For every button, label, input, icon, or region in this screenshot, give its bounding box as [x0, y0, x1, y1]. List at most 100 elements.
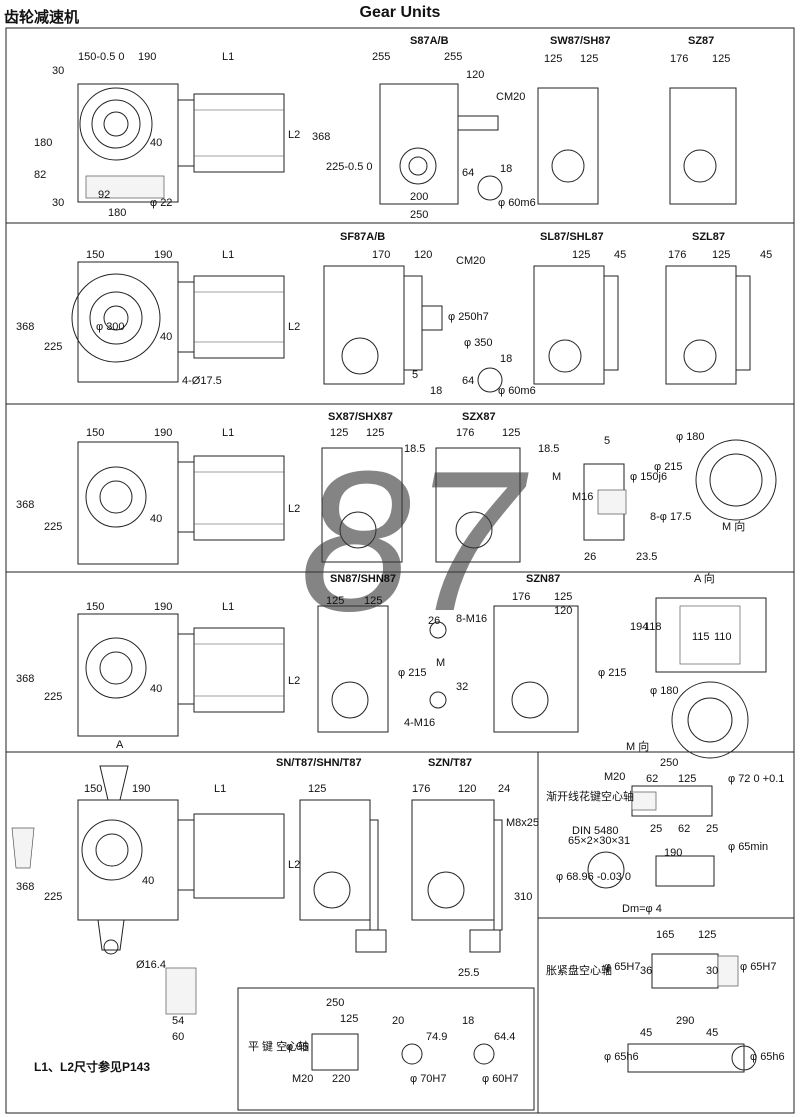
dim-label: 368: [16, 321, 34, 333]
dim-label: 18: [430, 385, 442, 397]
gear-unit-front-view: [323, 265, 751, 393]
dim-label: 64.4: [494, 1031, 515, 1043]
gear-unit-side-view: [71, 261, 285, 383]
dim-label: 176: [412, 783, 430, 795]
model-title: S87A/B: [410, 35, 449, 47]
dim-label: L2: [288, 321, 300, 333]
dim-label: M20: [604, 771, 625, 783]
dim-label: 368: [16, 499, 34, 511]
dim-label: 30: [52, 197, 64, 209]
dim-label: 165: [656, 929, 674, 941]
dim-label: M: [552, 471, 561, 483]
model-title: SZ87: [688, 35, 714, 47]
dim-label: φ 350: [464, 337, 493, 349]
dim-label: 125: [712, 249, 730, 261]
gear-unit-side-view-torque-arm: [11, 765, 285, 955]
dim-label: CM20: [456, 255, 485, 267]
dim-label: 8-φ 17.5: [650, 511, 691, 523]
dim-label: M8x25: [506, 817, 539, 829]
dim-label: 125: [580, 53, 598, 65]
dim-label: 125: [502, 427, 520, 439]
dim-label: 150: [86, 249, 104, 261]
watermark: 87: [300, 430, 529, 653]
outer-frame: [5, 27, 795, 1114]
dim-label: 125: [698, 929, 716, 941]
dim-label: φ 180: [650, 685, 679, 697]
dim-label: 40: [150, 513, 162, 525]
dim-label: 120: [554, 605, 572, 617]
dim-label: 368: [312, 131, 330, 143]
dim-label: 125: [340, 1013, 358, 1025]
dim-label: 32: [456, 681, 468, 693]
dim-label: 310: [514, 891, 532, 903]
dim-label: 40: [160, 331, 172, 343]
dim-label: 190: [138, 51, 156, 63]
dim-label: 45: [614, 249, 626, 261]
dim-label: 170: [372, 249, 390, 261]
dim-label: 25: [650, 823, 662, 835]
page-title-cn: 齿轮减速机: [4, 9, 80, 26]
dim-label: 176: [668, 249, 686, 261]
dim-label: φ 65H7: [604, 961, 641, 973]
dim-label: DIN 5480: [572, 825, 618, 837]
dim-label: 125: [554, 591, 572, 603]
dim-label: 125: [308, 783, 326, 795]
dim-label: φ 180: [676, 431, 705, 443]
dim-label: 4-Ø17.5: [182, 375, 222, 387]
dim-label: 115: [692, 631, 710, 643]
dim-label: 125: [330, 427, 348, 439]
dim-label: φ 68.96 -0.03 0: [556, 871, 631, 883]
dim-label: 150: [86, 427, 104, 439]
dim-label: 290: [676, 1015, 694, 1027]
dim-label: 65×2×30×31: [568, 835, 630, 847]
dim-label: 45: [760, 249, 772, 261]
dim-label: φ 250h7: [448, 311, 489, 323]
gear-unit-side-view: [77, 441, 285, 565]
dim-label: 150: [84, 783, 102, 795]
dim-label: L1: [222, 601, 234, 613]
dim-label: 368: [16, 673, 34, 685]
dim-label: 255: [372, 51, 390, 63]
dim-label: CM20: [496, 91, 525, 103]
view-label: A 向: [694, 571, 715, 585]
dim-label: φ 65h6: [604, 1051, 639, 1063]
dim-label: 92: [98, 189, 110, 201]
dim-label: φ 300: [96, 321, 125, 333]
dim-label: L1: [214, 783, 226, 795]
page-title-en: Gear Units: [359, 4, 441, 21]
gear-unit-side-view: [77, 613, 285, 737]
dim-label: 8-M16: [456, 613, 487, 625]
gear-unit-front-view: [379, 83, 737, 205]
dim-label: 20: [392, 1015, 404, 1027]
dim-label: 250: [660, 757, 678, 769]
dim-label: φ 60H7: [482, 1073, 519, 1085]
dim-label: 125: [712, 53, 730, 65]
dim-label: φ 60m6: [498, 385, 536, 397]
dim-label: L1: [222, 51, 234, 63]
gear-unit-front-view: [317, 597, 767, 759]
dim-label: 125: [326, 595, 344, 607]
dim-label: 60: [172, 1031, 184, 1043]
dim-label: 25: [706, 823, 718, 835]
dim-label: L1: [222, 249, 234, 261]
dim-label: L2: [288, 503, 300, 515]
dim-label: 18.5: [538, 443, 559, 455]
model-title: SX87/SHX87: [328, 411, 393, 423]
dim-label: L1: [222, 427, 234, 439]
dim-label: 64: [462, 167, 474, 179]
model-title: SW87/SH87: [550, 35, 611, 47]
dim-label: 26: [428, 615, 440, 627]
dim-label: 40: [150, 137, 162, 149]
dim-label: 190: [132, 783, 150, 795]
hollow-shaft-details: [311, 785, 757, 1073]
footer-note: L1、L2尺寸参见P143: [34, 1060, 151, 1074]
dim-label: 45: [706, 1027, 718, 1039]
section-label: 胀紧盘空心轴: [546, 963, 612, 977]
gear-unit-side-view: [77, 83, 285, 203]
model-title: SZL87: [692, 231, 725, 243]
dim-label: 26: [584, 551, 596, 563]
dim-label: φ 22: [150, 197, 172, 209]
model-title: SL87/SHL87: [540, 231, 604, 243]
dim-label: Ø16.4: [136, 959, 166, 971]
